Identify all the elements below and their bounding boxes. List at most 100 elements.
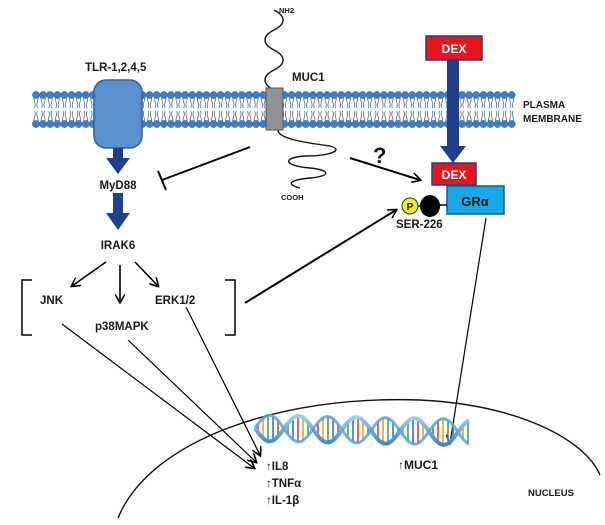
lipid-head bbox=[365, 91, 374, 99]
lipid-head bbox=[202, 91, 211, 99]
lipid-head bbox=[358, 91, 367, 99]
lipid-head bbox=[479, 120, 488, 128]
jnk-label: JNK bbox=[40, 295, 64, 307]
phosphate-circle bbox=[401, 197, 419, 215]
lipid-head bbox=[344, 120, 353, 128]
dex-bound-box bbox=[431, 162, 477, 186]
il1b-label: ↑IL-1β bbox=[266, 495, 299, 507]
lipid-head bbox=[351, 120, 360, 128]
lipid-head bbox=[152, 91, 161, 99]
lipid-head bbox=[408, 120, 417, 128]
lipid-head bbox=[351, 91, 360, 99]
lipid-head bbox=[81, 91, 90, 99]
lipid-head bbox=[394, 120, 402, 128]
lipid-head bbox=[145, 91, 154, 99]
muc1-to-gra-arrow bbox=[349, 157, 420, 180]
lipid-head bbox=[472, 91, 481, 99]
lipid-head bbox=[245, 120, 253, 128]
lipid-head bbox=[429, 91, 438, 99]
muc1-extracellular-domain bbox=[264, 9, 284, 91]
lipid-head bbox=[53, 91, 62, 99]
muc1-inhibits-myd88 bbox=[161, 146, 251, 181]
lipid-head bbox=[493, 120, 502, 128]
nucleus-envelope bbox=[117, 398, 601, 519]
lipid-head bbox=[387, 91, 395, 99]
lipid-head bbox=[287, 120, 296, 128]
lipid-head bbox=[330, 120, 339, 128]
erk-label: ERK1/2 bbox=[155, 295, 195, 307]
lipid-head bbox=[344, 91, 353, 99]
gr-alpha-box bbox=[446, 185, 505, 215]
lipid-head bbox=[209, 120, 218, 128]
lipid-head bbox=[493, 91, 502, 99]
lipid-head bbox=[181, 120, 189, 128]
il8-label: ↑IL8 bbox=[266, 461, 289, 473]
gra-label: GRα bbox=[461, 194, 489, 209]
lipid-head bbox=[39, 91, 47, 99]
lipid-head bbox=[436, 120, 445, 128]
lipid-head bbox=[365, 120, 374, 128]
lipid-head bbox=[202, 120, 211, 128]
lipid-head bbox=[394, 91, 402, 99]
nh2-label: NH2 bbox=[279, 6, 294, 15]
lipid-head bbox=[486, 120, 495, 128]
lipid-head bbox=[507, 91, 516, 99]
lipid-head bbox=[67, 91, 76, 99]
muc1-label: MUC1 bbox=[292, 72, 325, 84]
lipid-head bbox=[358, 120, 367, 128]
lipid-head bbox=[422, 91, 431, 99]
lipid-head bbox=[479, 91, 488, 99]
irak6-to-erk-arrow bbox=[134, 261, 158, 286]
question-mark: ? bbox=[373, 143, 386, 168]
lipid-head bbox=[465, 91, 473, 99]
lipid-head bbox=[238, 120, 246, 128]
lipid-head bbox=[223, 91, 232, 99]
lipid-head bbox=[181, 91, 189, 99]
lipid-head bbox=[252, 91, 260, 99]
lipid-head bbox=[422, 120, 431, 128]
lipid-head bbox=[309, 120, 317, 128]
lipid-head bbox=[309, 91, 317, 99]
cooh-label: COOH bbox=[281, 193, 304, 202]
lipid-head bbox=[500, 120, 509, 128]
lipid-head bbox=[401, 91, 410, 99]
lipid-head bbox=[74, 120, 83, 128]
lipid-head bbox=[387, 120, 395, 128]
lipid-head bbox=[436, 91, 445, 99]
left-bracket bbox=[21, 279, 32, 336]
lipid-head bbox=[39, 120, 47, 128]
lipid-head bbox=[500, 91, 509, 99]
lipid-head bbox=[372, 91, 381, 99]
lipid-head bbox=[167, 91, 175, 99]
lipid-head bbox=[415, 120, 424, 128]
lipid-head bbox=[408, 91, 417, 99]
dna-double-helix bbox=[253, 413, 471, 447]
lipid-head bbox=[287, 91, 296, 99]
lipid-head bbox=[60, 120, 69, 128]
lipid-head bbox=[316, 120, 324, 128]
lipid-head bbox=[323, 120, 331, 128]
lipid-head bbox=[152, 120, 161, 128]
lipid-head bbox=[429, 120, 438, 128]
lipid-head bbox=[415, 91, 424, 99]
lipid-head bbox=[46, 120, 55, 128]
nucleus-label: NUCLEUS bbox=[528, 488, 574, 499]
lipid-head bbox=[159, 120, 168, 128]
erk-to-cytokines-arrow bbox=[185, 306, 260, 455]
lipid-head bbox=[174, 120, 182, 128]
lipid-head bbox=[174, 91, 182, 99]
lipid-head bbox=[323, 91, 331, 99]
lipid-head bbox=[372, 120, 381, 128]
tlr-receptor bbox=[93, 79, 143, 149]
lipid-head bbox=[230, 120, 239, 128]
dex-bound-label: DEX bbox=[442, 168, 467, 182]
lipid-head bbox=[301, 120, 310, 128]
lipid-head bbox=[216, 120, 225, 128]
lipid-head bbox=[245, 91, 253, 99]
irak6-to-jnk-arrow bbox=[72, 261, 107, 286]
lipid-head bbox=[159, 91, 168, 99]
lipid-head bbox=[330, 91, 339, 99]
inhibition-bar bbox=[157, 170, 167, 191]
lipid-head bbox=[195, 91, 204, 99]
lipid-head bbox=[32, 120, 40, 128]
